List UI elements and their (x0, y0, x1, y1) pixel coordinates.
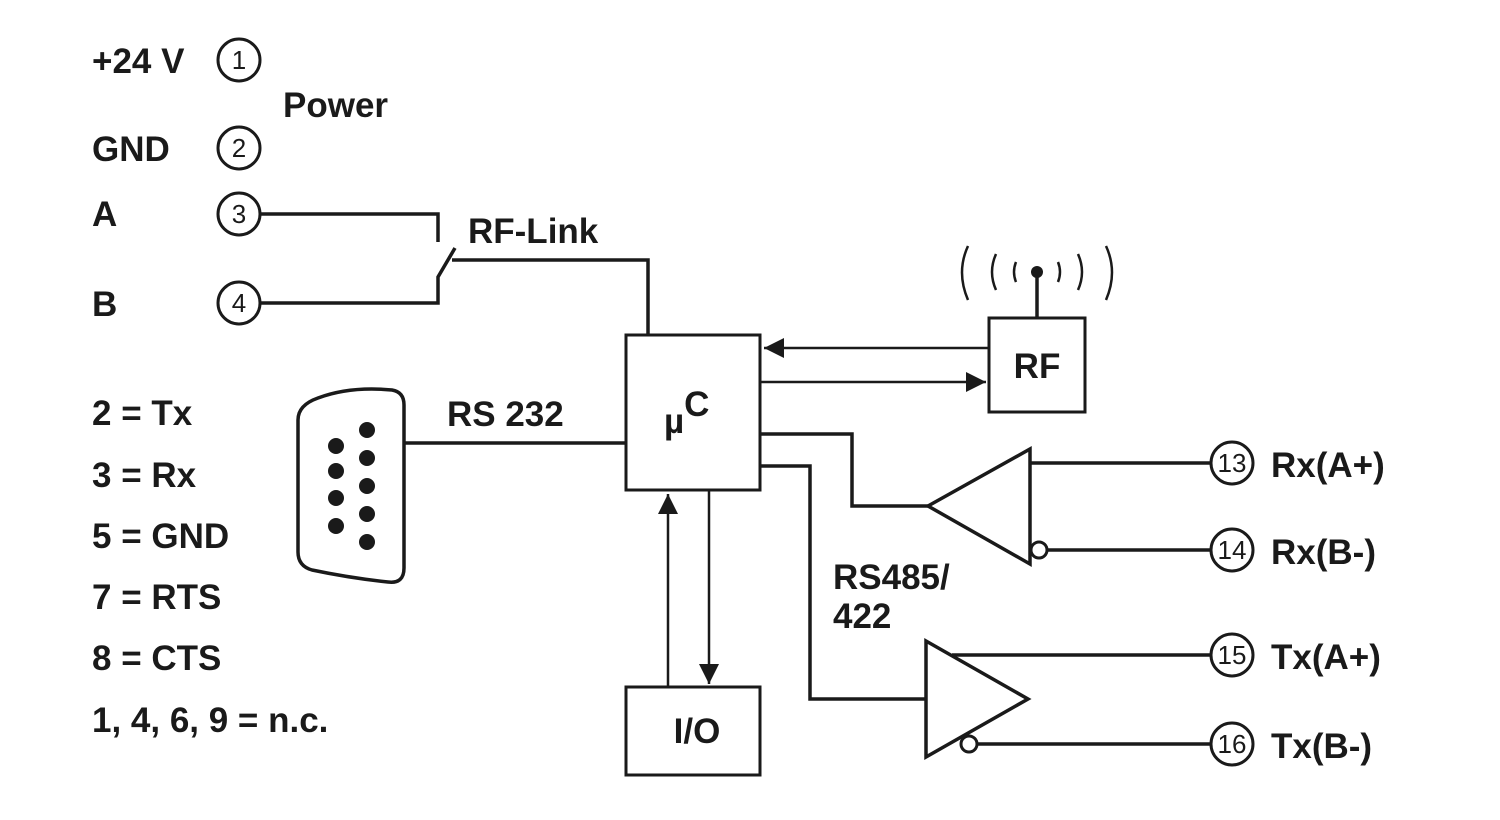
rs232-label: RS 232 (447, 395, 564, 434)
db9-connector-icon (296, 387, 406, 584)
terminal-14-number: 14 (1218, 535, 1247, 565)
rf-link-label: RF-Link (468, 212, 599, 251)
rs485-label-line2: 422 (833, 597, 891, 636)
pinout-line-1: 2 = Tx (92, 394, 193, 433)
rf-link-switch (260, 212, 650, 335)
v24-label: +24 V (92, 42, 185, 81)
b-label: B (92, 285, 117, 324)
terminal-2 (216, 125, 262, 171)
receiver-amplifier (760, 432, 1212, 568)
mcu-label: µC (664, 385, 709, 441)
terminal-16-number: 16 (1218, 729, 1247, 759)
terminal-14 (1209, 527, 1255, 573)
pinout-line-4: 7 = RTS (92, 578, 221, 617)
a-label: A (92, 195, 117, 234)
terminal-16 (1209, 721, 1255, 767)
power-label: Power (283, 86, 388, 125)
terminal-15-number: 15 (1218, 640, 1247, 670)
terminal-13-label: Rx(A+) (1271, 446, 1385, 485)
terminal-13 (1209, 440, 1255, 486)
transmitter-amplifier (760, 464, 1212, 761)
terminal-4-number: 4 (232, 288, 246, 318)
terminal-2-number: 2 (232, 133, 246, 163)
terminal-1-number: 1 (232, 45, 246, 75)
rs485-label-line1: RS485/ (833, 558, 950, 597)
io-label: I/O (674, 712, 721, 751)
mcu-block (624, 333, 762, 492)
terminal-1 (216, 37, 262, 83)
rf-label: RF (1014, 347, 1061, 386)
terminal-14-label: Rx(B-) (1271, 533, 1376, 572)
terminal-3-number: 3 (232, 199, 246, 229)
terminal-16-label: Tx(B-) (1271, 727, 1372, 766)
pinout-line-3: 5 = GND (92, 517, 229, 556)
pinout-line-2: 3 = Rx (92, 456, 197, 495)
io-block (624, 685, 762, 777)
gnd-label: GND (92, 130, 170, 169)
terminal-13-number: 13 (1218, 448, 1247, 478)
pinout-line-5: 8 = CTS (92, 639, 221, 678)
terminal-15-label: Tx(A+) (1271, 638, 1381, 677)
pinout-line-6: 1, 4, 6, 9 = n.c. (92, 701, 328, 740)
antenna-icon (960, 245, 1114, 318)
terminal-15 (1209, 632, 1255, 678)
